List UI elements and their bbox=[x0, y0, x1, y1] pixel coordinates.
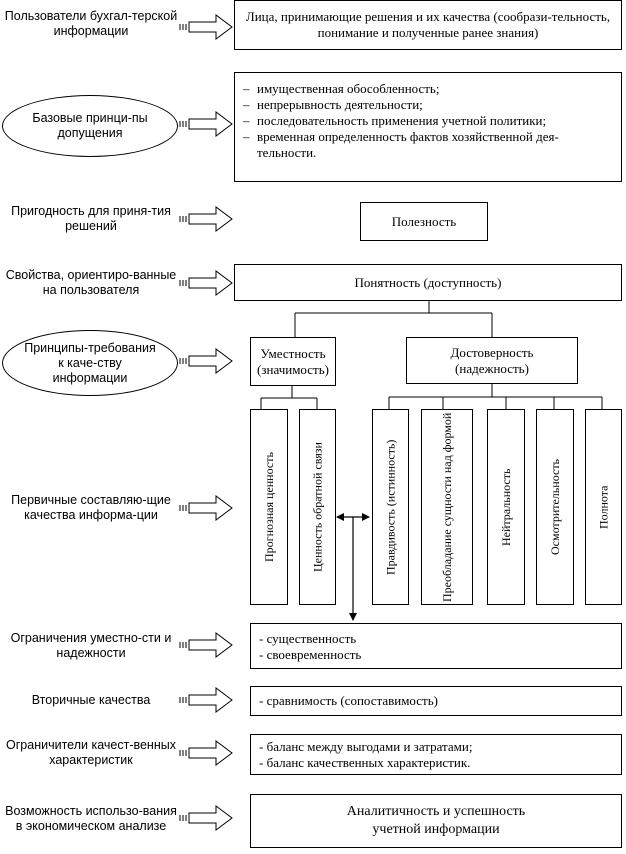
limiters-box: - баланс между выгодами и затратами; - б… bbox=[250, 734, 622, 775]
component-faithfulness: Правдивость (истинность) bbox=[372, 409, 409, 605]
understandability-box: Понятность (доступность) bbox=[234, 264, 622, 301]
list-item: имущественная обособленность; bbox=[235, 81, 615, 97]
list-item: непрерывность деятельности; bbox=[235, 97, 615, 113]
label-primary-components: Первичные составляю-щие качества информа… bbox=[11, 493, 171, 522]
fat-arrow-10 bbox=[179, 805, 233, 831]
limiter-item-cost-benefit: - баланс между выгодами и затратами; bbox=[259, 739, 473, 754]
fat-arrow-1 bbox=[179, 14, 233, 40]
fat-arrow-6 bbox=[179, 495, 233, 521]
final-box: Аналитичность и успешность учетной инфор… bbox=[250, 794, 622, 848]
component-prudence: Осмотрительность bbox=[536, 409, 574, 605]
fat-arrow-4 bbox=[179, 270, 233, 296]
relevance-box: Уместность (значимость) bbox=[250, 337, 336, 386]
fat-arrow-3 bbox=[179, 206, 233, 232]
list-item: временная определенность фактов хозяйств… bbox=[235, 129, 615, 161]
component-feedback-value: Ценность обратной связи bbox=[299, 409, 336, 605]
fat-arrow-7 bbox=[179, 632, 233, 658]
component-completeness: Полнота bbox=[585, 409, 622, 605]
label-user-oriented: Свойства, ориентиро-ванные на пользовате… bbox=[5, 268, 177, 297]
label-decision-suitability: Пригодность для приня-тия решений bbox=[11, 204, 171, 233]
reliability-box: Достоверность (надежность) bbox=[406, 337, 578, 384]
limiter-item-balance: - баланс качественных характеристик. bbox=[259, 755, 471, 770]
fat-arrow-8 bbox=[179, 687, 233, 713]
top-box-decision-makers: Лица, принимающие решения и их качества … bbox=[234, 0, 622, 50]
constraint-item-timeliness: - своевременность bbox=[259, 647, 362, 662]
component-substance-over-form: Преобладание сущности над формой bbox=[421, 409, 473, 605]
ellipse-requirements: Принципы-требования к каче-ству информац… bbox=[2, 330, 178, 396]
constraint-item-materiality: - существенность bbox=[259, 631, 357, 646]
label-secondary: Вторичные качества bbox=[31, 692, 151, 707]
label-users: Пользователи бухгал-терской информации bbox=[4, 9, 178, 38]
constraints-box: - существенность - своевременность bbox=[250, 623, 622, 669]
secondary-item-comparability: - сравнимость (сопоставимость) bbox=[259, 693, 438, 708]
label-constraints: Ограничения уместно-сти и надежности bbox=[10, 631, 172, 660]
fat-arrow-2 bbox=[179, 111, 233, 137]
fat-arrow-5 bbox=[179, 348, 233, 374]
secondary-box: - сравнимость (сопоставимость) bbox=[250, 686, 622, 716]
assumptions-list: имущественная обособленность; непрерывно… bbox=[235, 81, 621, 161]
component-predictive-value: Прогнозная ценность bbox=[250, 409, 288, 605]
label-limiters: Ограничители качест-венных характеристик bbox=[6, 738, 176, 767]
usefulness-box: Полезность bbox=[360, 202, 488, 241]
list-item: последовательность применения учетной по… bbox=[235, 113, 615, 129]
assumptions-box: имущественная обособленность; непрерывно… bbox=[234, 72, 622, 182]
label-analysis-use: Возможность использо-вания в экономическ… bbox=[5, 804, 177, 833]
fat-arrow-9 bbox=[179, 740, 233, 766]
ellipse-assumptions: Базовые принци-пы допущения bbox=[2, 95, 178, 157]
component-neutrality: Нейтральность bbox=[487, 409, 525, 605]
